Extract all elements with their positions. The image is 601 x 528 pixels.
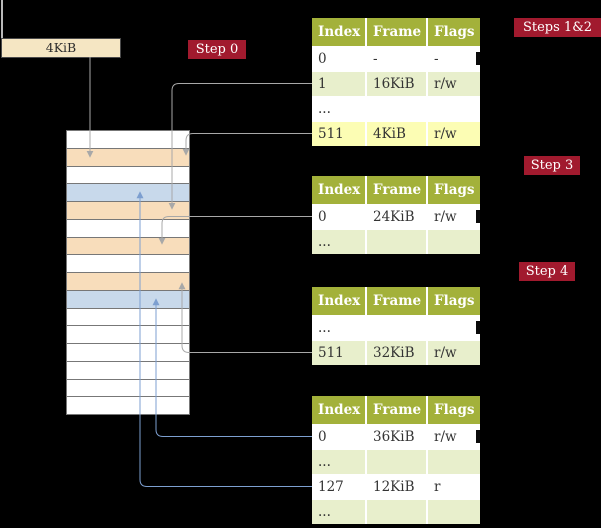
cell-frame: 24KiB: [367, 204, 428, 229]
cell-index: 0: [312, 204, 367, 229]
cell-index: 127: [312, 474, 367, 499]
cell-frame: [367, 229, 428, 254]
cell-flags: r: [428, 474, 480, 499]
cell-flags: r/w: [428, 340, 480, 365]
badge-steps-1-2: Steps 1&2: [514, 18, 601, 37]
table-row: ...: [312, 315, 480, 340]
memory-row: [67, 237, 189, 256]
cell-flags: r/w: [428, 71, 480, 96]
column-header-frame: Frame: [367, 176, 428, 204]
cell-frame: [367, 96, 428, 121]
cell-frame: [367, 499, 428, 524]
table-row: ...: [312, 96, 480, 121]
cell-flags: r/w: [428, 424, 480, 449]
table-row: 0 24KiB r/w: [312, 204, 480, 229]
table-header-row: Index Frame Flags: [312, 18, 480, 46]
memory-row: [67, 290, 189, 309]
memory-row: [67, 166, 189, 185]
column-header-index: Index: [312, 176, 367, 204]
page-table-step-3: Index Frame Flags 0 24KiB r/w ...: [312, 176, 480, 254]
cell-flags: -: [428, 46, 480, 71]
table-row: ...: [312, 499, 480, 524]
cell-flags: [428, 315, 480, 340]
table-header-row: Index Frame Flags: [312, 176, 480, 204]
memory-row: [67, 397, 189, 414]
column-header-flags: Flags: [428, 176, 480, 204]
memory-row: [67, 131, 189, 149]
memory-row: [67, 308, 189, 327]
cell-flags: [428, 499, 480, 524]
arrow-entry511-recursive-to-4kib-frame: [182, 133, 312, 156]
cell-index: 0: [312, 46, 367, 71]
table-row: 511 32KiB r/w: [312, 340, 480, 365]
table-header-row: Index Frame Flags: [312, 396, 480, 424]
cell-flags: [428, 229, 480, 254]
cell-index: 511: [312, 121, 367, 146]
page-table-step-4: Index Frame Flags ... 511 32KiB r/w: [312, 287, 480, 365]
table-row: ...: [312, 449, 480, 474]
column-header-flags: Flags: [428, 18, 480, 46]
arrow-entry511-to-32kib-frame: [178, 282, 312, 353]
cell-frame: 32KiB: [367, 340, 428, 365]
column-header-frame: Frame: [367, 18, 428, 46]
physical-memory-column: [66, 130, 190, 415]
table-row: ...: [312, 229, 480, 254]
page-table-steps-1-2: Index Frame Flags 0 - - 1 16KiB r/w ...: [312, 18, 480, 146]
column-header-flags: Flags: [428, 396, 480, 424]
cell-index: 511: [312, 340, 367, 365]
badge-step-4: Step 4: [519, 262, 575, 281]
column-header-frame: Frame: [367, 287, 428, 315]
table-row: 127 12KiB r: [312, 474, 480, 499]
column-header-flags: Flags: [428, 287, 480, 315]
memory-row: [67, 202, 189, 220]
cell-frame: 4KiB: [367, 121, 428, 146]
table-row-marker: [476, 321, 480, 334]
column-header-index: Index: [312, 18, 367, 46]
cell-frame: [367, 315, 428, 340]
cell-flags: r/w: [428, 121, 480, 146]
memory-row: [67, 255, 189, 273]
cell-index: ...: [312, 96, 367, 121]
cell-index: ...: [312, 315, 367, 340]
table-row: 1 16KiB r/w: [312, 71, 480, 96]
table-row-marker: [476, 52, 480, 65]
table-row: 0 36KiB r/w: [312, 424, 480, 449]
cell-frame: 36KiB: [367, 424, 428, 449]
cell-flags: r/w: [428, 204, 480, 229]
memory-row: [67, 184, 189, 202]
cell-frame: 12KiB: [367, 474, 428, 499]
memory-row: [67, 148, 189, 167]
cell-frame: -: [367, 46, 428, 71]
memory-row: [67, 273, 189, 291]
badge-step-3: Step 3: [524, 156, 580, 175]
cell-frame: 16KiB: [367, 71, 428, 96]
cell-flags: [428, 449, 480, 474]
column-header-index: Index: [312, 287, 367, 315]
cell-index: ...: [312, 449, 367, 474]
memory-row: [67, 361, 189, 380]
arrow-entry1-to-16kib-frame: [168, 83, 312, 210]
cell-frame: [367, 449, 428, 474]
badge-step-0: Step 0: [188, 40, 246, 59]
root-pointer-box: 4KiB: [1, 38, 121, 58]
memory-row: [67, 326, 189, 344]
cell-index: ...: [312, 229, 367, 254]
page-table-final-level: Index Frame Flags 0 36KiB r/w ... 127 12…: [312, 396, 480, 524]
cell-flags: [428, 96, 480, 121]
memory-row: [67, 344, 189, 362]
table-row: 511 4KiB r/w: [312, 121, 480, 146]
memory-row: [67, 219, 189, 238]
column-header-frame: Frame: [367, 396, 428, 424]
table-header-row: Index Frame Flags: [312, 287, 480, 315]
table-row-marker: [476, 430, 480, 443]
memory-row: [67, 379, 189, 398]
table-row-marker: [476, 210, 480, 223]
column-header-index: Index: [312, 396, 367, 424]
cell-index: 0: [312, 424, 367, 449]
table-row: 0 - -: [312, 46, 480, 71]
cell-index: 1: [312, 71, 367, 96]
cell-index: ...: [312, 499, 367, 524]
incoming-pointer-line: [1, 0, 3, 38]
